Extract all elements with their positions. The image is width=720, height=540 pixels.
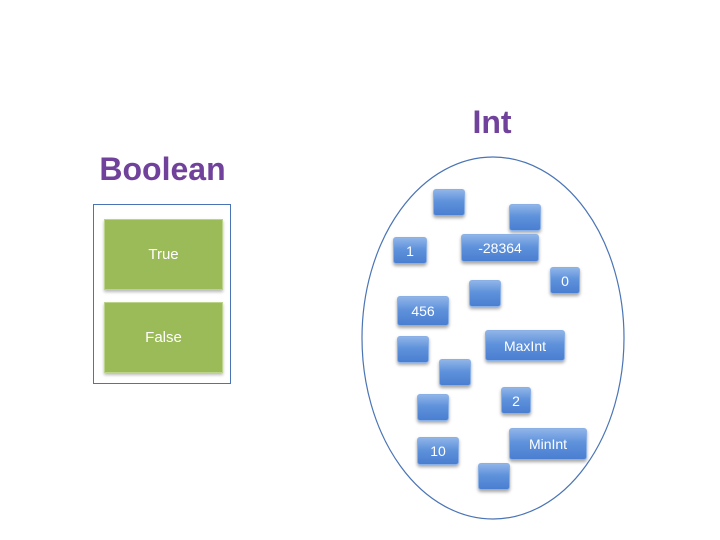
int-value-box [439,359,471,386]
boolean-set-frame: True False [93,204,231,384]
int-value-456: 456 [397,296,449,326]
boolean-title: Boolean [99,151,226,187]
int-value-0: 0 [550,267,580,294]
int-value-1: 1 [393,237,427,264]
boolean-value-false: False [104,302,223,373]
int-value-2: 2 [501,387,531,414]
int-value-box [478,463,510,490]
boolean-value-true: True [104,219,223,290]
int-value-10: 10 [417,437,459,465]
int-value-box [433,189,465,216]
int-value-neg28364: -28364 [461,234,539,262]
int-value-box [417,394,449,421]
int-value-minint: MinInt [509,428,587,460]
int-value-box [469,280,501,307]
int-title: Int [472,104,512,140]
int-value-box [397,336,429,363]
int-value-box [509,204,541,231]
int-value-maxint: MaxInt [485,330,565,361]
